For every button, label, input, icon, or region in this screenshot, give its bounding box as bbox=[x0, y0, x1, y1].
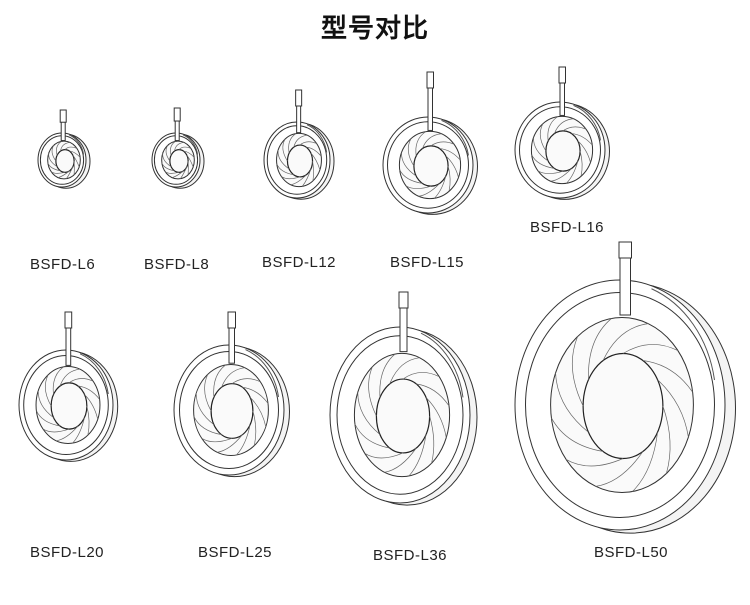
iris-diaphragm-bsfd-l25 bbox=[173, 311, 290, 478]
lever-pin-icon bbox=[558, 66, 566, 116]
iris-diaphragm-bsfd-l15 bbox=[382, 71, 478, 215]
iris-diaphragm-bsfd-l20 bbox=[18, 311, 119, 462]
lever-pin-icon bbox=[398, 291, 409, 353]
model-label-l36: BSFD-L36 bbox=[373, 547, 448, 564]
lever-pin-icon bbox=[173, 107, 181, 142]
model-label-l6: BSFD-L6 bbox=[30, 256, 96, 273]
iris-diaphragm-bsfd-l12 bbox=[263, 89, 335, 200]
model-label-l25: BSFD-L25 bbox=[198, 544, 273, 561]
iris-diaphragm-bsfd-l50 bbox=[514, 241, 736, 534]
lever-pin-icon bbox=[64, 311, 73, 366]
model-label-l8: BSFD-L8 bbox=[144, 256, 210, 273]
model-label-l12: BSFD-L12 bbox=[262, 254, 337, 271]
page-title: 型号对比 bbox=[320, 14, 429, 44]
iris-diaphragm-bsfd-l8 bbox=[151, 107, 205, 189]
lever-pin-icon bbox=[59, 109, 67, 142]
model-label-l15: BSFD-L15 bbox=[390, 254, 465, 271]
iris-diaphragm-bsfd-l16 bbox=[514, 66, 610, 200]
model-label-l16: BSFD-L16 bbox=[530, 219, 605, 236]
model-label-l20: BSFD-L20 bbox=[30, 544, 105, 561]
lever-pin-icon bbox=[426, 71, 434, 131]
model-label-l50: BSFD-L50 bbox=[594, 544, 669, 561]
lever-pin-icon bbox=[227, 311, 236, 364]
iris-diaphragm-bsfd-l6 bbox=[37, 109, 91, 189]
lever-pin-icon bbox=[295, 89, 303, 134]
iris-diaphragm-bsfd-l36 bbox=[329, 291, 478, 506]
lever-pin-icon bbox=[618, 241, 632, 316]
